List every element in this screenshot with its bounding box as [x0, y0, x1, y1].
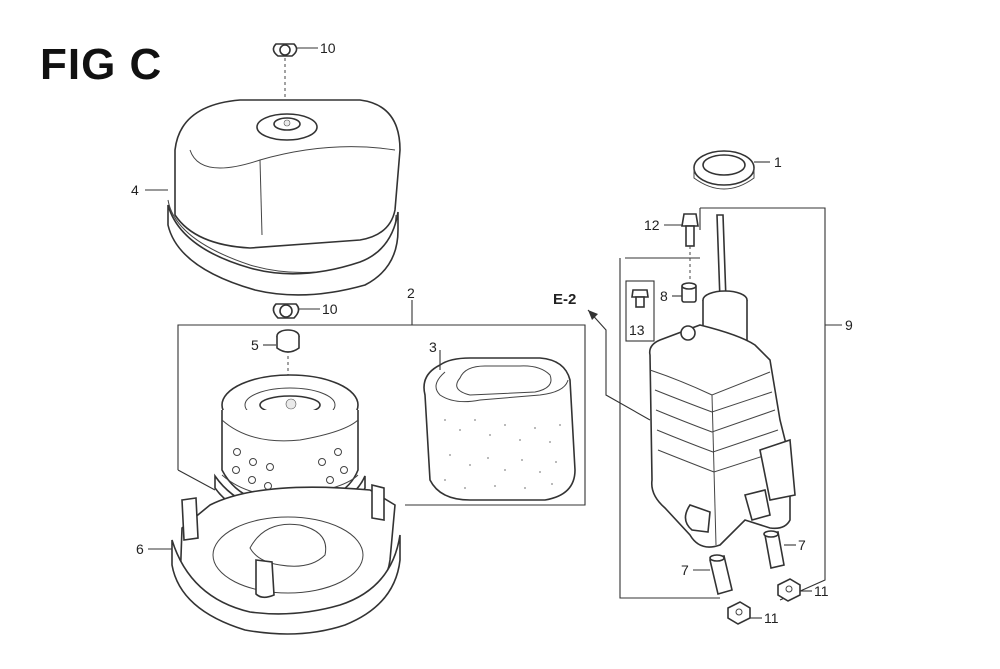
callout-3: 3	[429, 339, 437, 355]
small-bolt-box	[625, 280, 655, 342]
callout-7-left: 7	[681, 562, 689, 578]
nut-right	[777, 578, 801, 602]
bracket-2	[177, 324, 586, 506]
ring-seal	[693, 150, 755, 190]
figure-title: FIG C	[40, 40, 163, 89]
reference-label: E-2	[553, 291, 576, 308]
callout-11-right: 11	[814, 583, 829, 599]
callout-10-top: 10	[320, 40, 336, 56]
callout-8: 8	[660, 288, 668, 304]
callout-7-right: 7	[798, 537, 806, 553]
callout-10-middle: 10	[322, 301, 338, 317]
bolt	[681, 213, 699, 280]
wing-nut-top	[272, 43, 298, 100]
collar-nut	[276, 329, 300, 395]
reference-pointer	[587, 309, 651, 421]
collar	[681, 282, 697, 303]
callout-5: 5	[251, 337, 259, 353]
callout-11-lower: 11	[764, 610, 779, 626]
wing-nut-middle	[272, 303, 300, 319]
callout-2: 2	[407, 285, 415, 301]
air-cleaner-base	[171, 483, 401, 635]
air-cleaner-elbow	[648, 290, 796, 548]
bracket-9	[619, 207, 826, 601]
air-cleaner-cover	[167, 99, 401, 296]
callout-4: 4	[131, 182, 139, 198]
callout-6: 6	[136, 541, 144, 557]
callout-13: 13	[629, 322, 645, 338]
callout-12: 12	[644, 217, 660, 233]
foam-filter-element	[423, 357, 576, 501]
nut-lower	[727, 601, 751, 625]
stud-left	[709, 554, 733, 595]
breather-rod	[716, 214, 727, 301]
stud-right	[763, 530, 785, 569]
leader-lines	[145, 47, 842, 619]
callout-1: 1	[774, 154, 782, 170]
callout-9: 9	[845, 317, 853, 333]
